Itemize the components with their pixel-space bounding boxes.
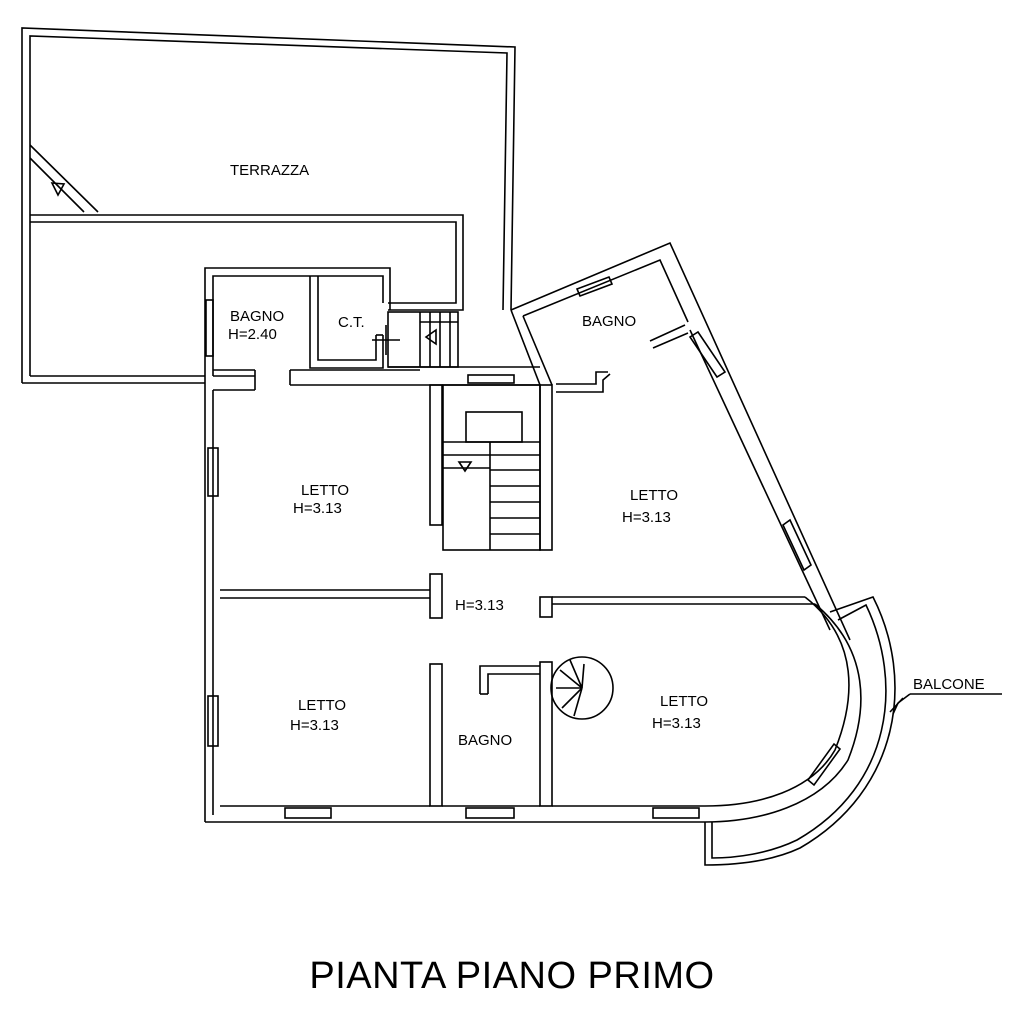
curved-wall xyxy=(704,596,862,823)
interior-walls xyxy=(220,366,815,807)
windows xyxy=(205,275,813,819)
letto-bottom-left-label: LETTO xyxy=(298,697,347,714)
right-wing-walls xyxy=(510,241,851,641)
bagno-ct-walls xyxy=(213,276,459,391)
bagno-small-height: H=2.40 xyxy=(228,326,277,343)
letto-top-left-label: LETTO xyxy=(301,482,350,499)
terrazza-label: TERRAZZA xyxy=(230,162,310,179)
letto-bottom-right-label: LETTO xyxy=(660,693,709,710)
plan-title: PIANTA PIANO PRIMO xyxy=(309,955,715,997)
bagno-small-label: BAGNO xyxy=(230,308,285,325)
letto-bottom-left-height: H=3.13 xyxy=(290,717,339,734)
balcone-label: BALCONE xyxy=(913,676,985,693)
bagno-top-right-label: BAGNO xyxy=(582,313,637,330)
corridor-height: H=3.13 xyxy=(455,597,504,614)
ct-label: C.T. xyxy=(338,314,365,331)
letto-top-left-height: H=3.13 xyxy=(293,500,342,517)
terrace-outline xyxy=(21,27,516,384)
outer-walls xyxy=(204,267,705,823)
letto-top-right-height: H=3.13 xyxy=(622,509,671,526)
letto-top-right-label: LETTO xyxy=(630,487,679,504)
letto-bottom-right-height: H=3.13 xyxy=(652,715,701,732)
balcony xyxy=(704,596,1002,866)
bagno-bottom-label: BAGNO xyxy=(458,732,513,749)
